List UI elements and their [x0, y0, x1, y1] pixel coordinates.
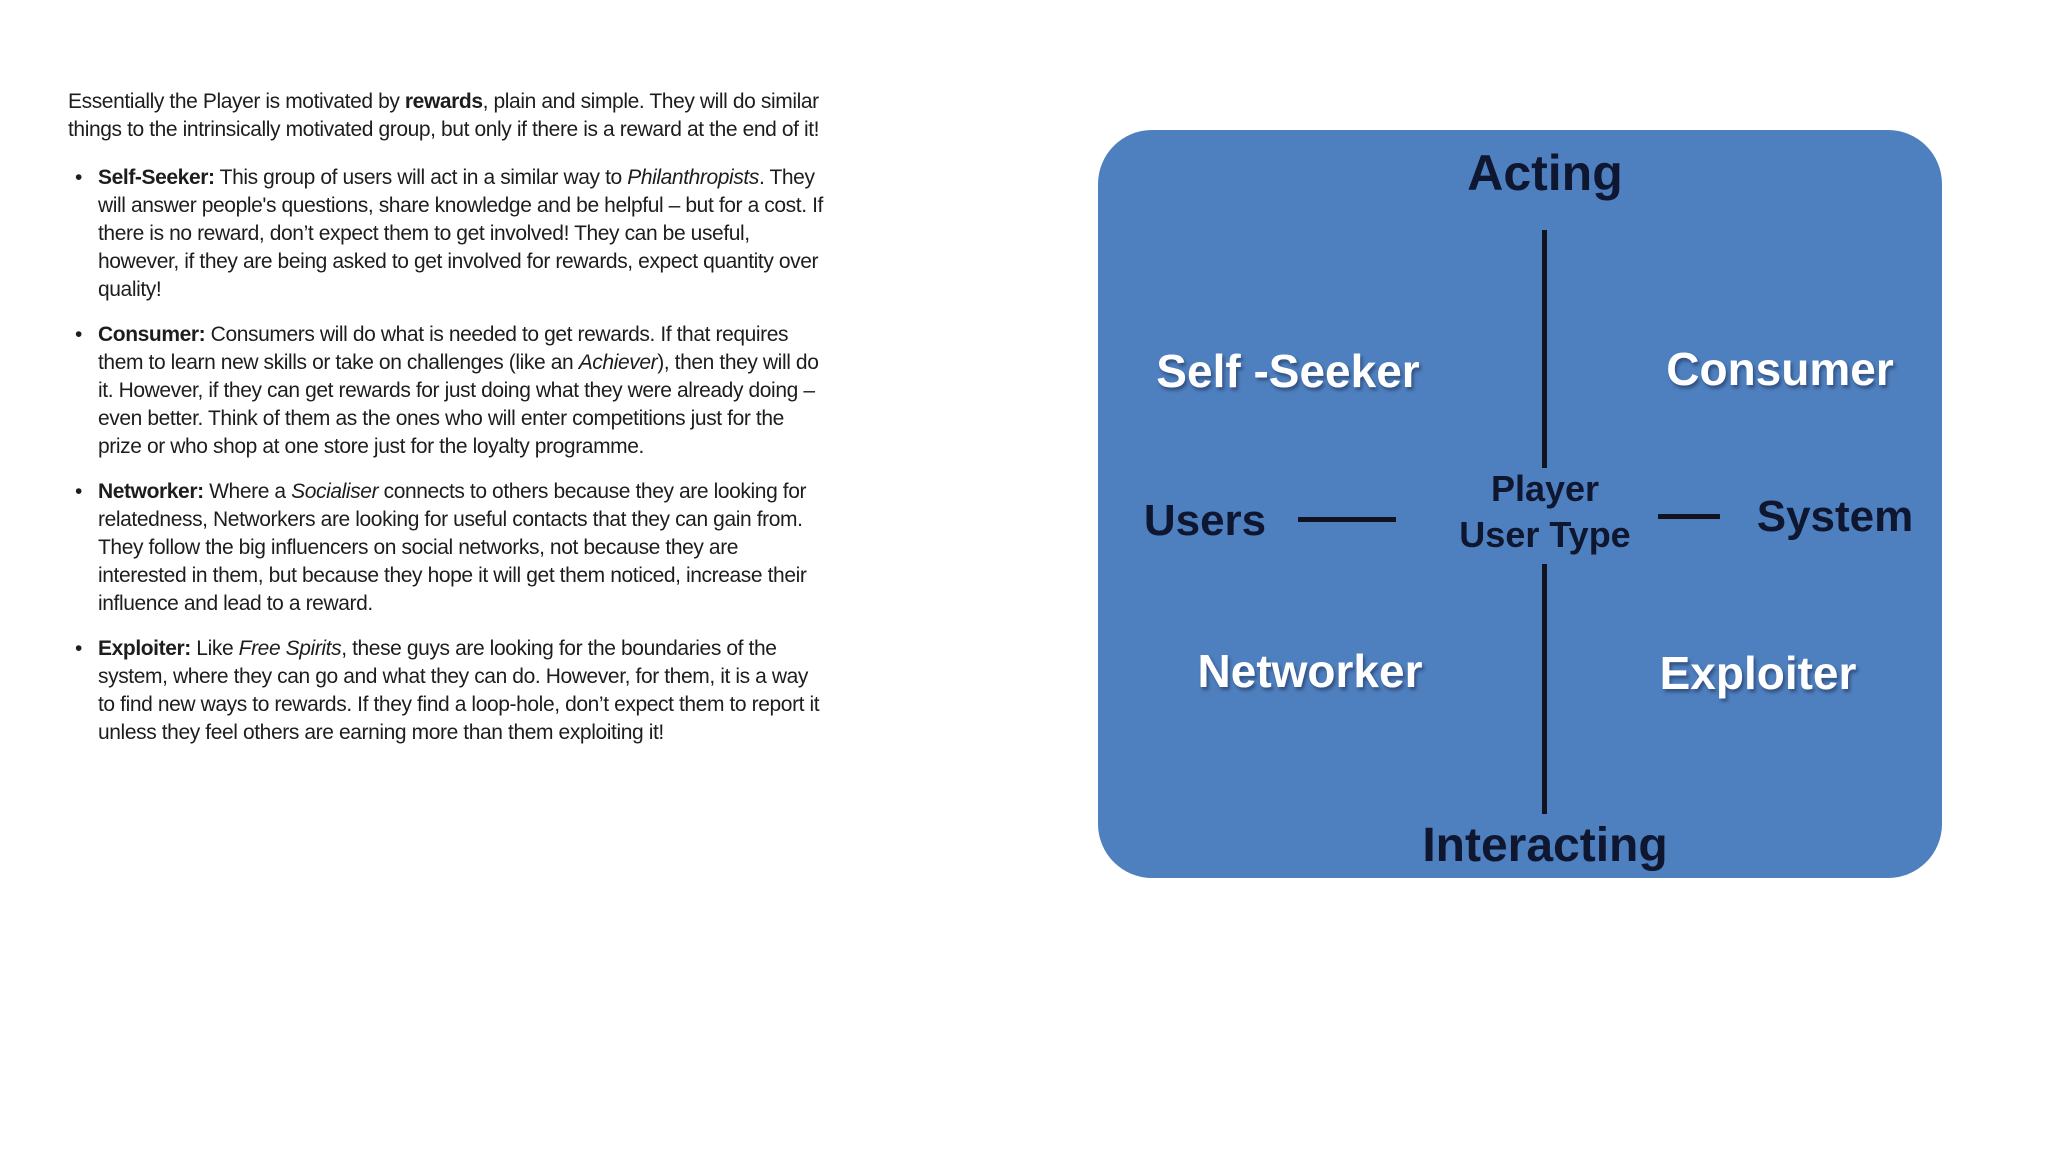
- list-item-exploiter: • Exploiter: Like Free Spirits, these gu…: [68, 635, 824, 747]
- list-item-consumer: • Consumer: Consumers will do what is ne…: [68, 321, 824, 461]
- list-item-self-seeker: • Self-Seeker: This group of users will …: [68, 164, 824, 304]
- center-label-line2: User Type: [1459, 514, 1631, 555]
- list-item-networker: • Networker: Where a Socialiser connects…: [68, 478, 824, 618]
- center-label-line1: Player: [1490, 468, 1600, 509]
- users-axis-label: Users: [1143, 496, 1267, 545]
- bullet-text: Exploiter: Like Free Spirits, these guys…: [98, 637, 820, 744]
- acting-axis-label: Acting: [1467, 145, 1623, 201]
- bullet-marker: •: [75, 166, 82, 189]
- bullet-marker: •: [75, 323, 82, 346]
- player-user-type-quadrant-diagram: Acting Self -Seeker Consumer Users Playe…: [1098, 130, 1942, 878]
- quadrant-consumer-label: Consumer: [1666, 343, 1894, 395]
- body-text-column: Essentially the Player is motivated by r…: [68, 88, 824, 764]
- intro-paragraph: Essentially the Player is motivated by r…: [68, 90, 820, 141]
- vertical-axis-line-lower: [1542, 564, 1547, 814]
- player-user-type-center-label: Player User Type: [1459, 466, 1630, 558]
- bullet-text: Networker: Where a Socialiser connects t…: [98, 480, 807, 615]
- quadrant-exploiter-label: Exploiter: [1659, 647, 1857, 699]
- system-axis-label: System: [1756, 492, 1914, 541]
- user-type-bullet-list: • Self-Seeker: This group of users will …: [68, 164, 824, 747]
- bullet-text: Self-Seeker: This group of users will ac…: [98, 166, 823, 301]
- bullet-marker: •: [75, 480, 82, 503]
- interacting-axis-label: Interacting: [1422, 819, 1668, 872]
- quadrant-networker-label: Networker: [1197, 645, 1423, 697]
- quadrant-self-seeker-label: Self -Seeker: [1156, 345, 1420, 397]
- bullet-marker: •: [75, 637, 82, 660]
- horizontal-axis-line-left: [1298, 517, 1396, 522]
- vertical-axis-line-upper: [1542, 230, 1547, 468]
- bullet-text: Consumer: Consumers will do what is need…: [98, 323, 819, 458]
- horizontal-axis-line-right: [1658, 514, 1720, 519]
